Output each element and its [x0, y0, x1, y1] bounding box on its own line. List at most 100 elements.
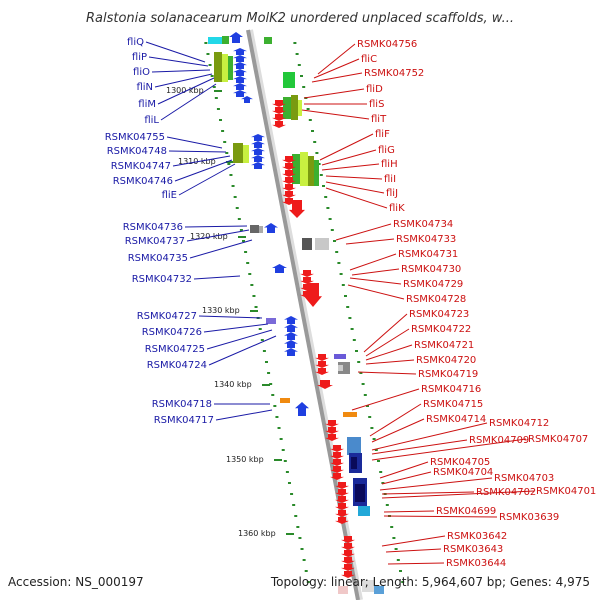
- left-gene-label[interactable]: RSMK04737: [125, 236, 185, 247]
- right-track-tick: [293, 42, 297, 44]
- left-gene-label[interactable]: RSMK04724: [147, 360, 207, 371]
- left-gene-label[interactable]: fliE: [162, 190, 177, 201]
- right-leader-line: [371, 439, 468, 455]
- right-gene-label[interactable]: RSMK04707: [528, 434, 588, 445]
- right-gene-label[interactable]: RSMK03642: [447, 531, 507, 542]
- left-track-tick: [237, 218, 241, 220]
- left-gene-label[interactable]: fliO: [133, 67, 150, 78]
- right-gene-label[interactable]: RSMK04715: [423, 399, 483, 410]
- right-leader-line: [351, 388, 420, 411]
- gene-box: [264, 37, 272, 44]
- left-gene-label[interactable]: RSMK04755: [105, 132, 165, 143]
- right-track-tick: [377, 460, 380, 462]
- right-gene-label[interactable]: RSMK04756: [357, 39, 417, 50]
- left-gene-label[interactable]: RSMK04727: [137, 311, 197, 322]
- right-gene-label[interactable]: RSMK04722: [411, 324, 471, 335]
- left-gene-label[interactable]: RSMK04726: [142, 327, 202, 338]
- right-gene-label[interactable]: RSMK04714: [426, 414, 486, 425]
- left-gene-label[interactable]: RSMK04748: [107, 146, 167, 157]
- right-gene-label[interactable]: RSMK04716: [421, 384, 481, 395]
- right-gene-label[interactable]: RSMK04729: [403, 279, 463, 290]
- right-gene-label[interactable]: RSMK04702: [476, 487, 536, 498]
- left-leader-line: [208, 335, 277, 366]
- left-gene-label[interactable]: RSMK04747: [111, 161, 171, 172]
- left-track-tick: [206, 53, 210, 55]
- topology-text: Topology: linear; Length: 5,964,607 bp; …: [270, 575, 590, 589]
- left-gene-label[interactable]: fliN: [136, 82, 153, 93]
- left-leader-line: [168, 150, 227, 153]
- left-track-tick: [298, 537, 302, 539]
- gene-arrow-reverse: [289, 200, 305, 218]
- right-track-tick: [339, 273, 343, 275]
- right-gene-label[interactable]: fliI: [384, 174, 396, 185]
- right-track-tick: [348, 317, 352, 319]
- left-gene-label[interactable]: fliM: [138, 99, 156, 110]
- left-track-tick: [275, 416, 279, 418]
- left-gene-label[interactable]: RSMK04736: [123, 222, 183, 233]
- right-track-tick: [319, 174, 323, 176]
- gene-arrow-forward: [233, 76, 247, 83]
- right-gene-label[interactable]: RSMK03639: [499, 512, 559, 523]
- right-track-tick: [311, 130, 314, 132]
- right-gene-label[interactable]: RSMK03643: [443, 544, 503, 555]
- right-track-tick: [328, 218, 332, 220]
- gene-arrow-reverse: [282, 170, 296, 177]
- left-gene-label[interactable]: RSMK04725: [145, 344, 205, 355]
- left-gene-label[interactable]: RSMK04717: [154, 415, 214, 426]
- right-gene-label[interactable]: fliK: [389, 203, 405, 214]
- right-gene-label[interactable]: RSMK04701: [536, 486, 596, 497]
- right-gene-label[interactable]: fliT: [371, 114, 387, 125]
- right-gene-label[interactable]: fliS: [369, 99, 384, 110]
- gene-box: [347, 437, 361, 455]
- right-gene-label[interactable]: RSMK04704: [433, 467, 493, 478]
- right-gene-label[interactable]: RSMK04719: [418, 369, 478, 380]
- right-gene-label[interactable]: RSMK04723: [409, 309, 469, 320]
- gene-arrow-forward: [229, 32, 243, 43]
- right-gene-label[interactable]: RSMK04709: [469, 435, 529, 446]
- right-gene-label[interactable]: RSMK04728: [406, 294, 466, 305]
- right-track-tick: [392, 537, 396, 539]
- left-leader-line: [215, 409, 273, 421]
- right-gene-label[interactable]: RSMK04703: [494, 473, 554, 484]
- right-track-tick: [385, 504, 389, 506]
- right-gene-label[interactable]: RSMK04699: [436, 506, 496, 517]
- gene-box: [283, 97, 291, 119]
- left-gene-labels[interactable]: fliQ fliP fliO fliN fliM fliL RSMK04755RSMK047…: [105, 37, 214, 426]
- right-gene-label[interactable]: fliH: [381, 159, 398, 170]
- right-gene-label[interactable]: RSMK04720: [416, 355, 476, 366]
- right-gene-label[interactable]: fliC: [361, 54, 377, 65]
- right-gene-label[interactable]: RSMK04734: [393, 219, 453, 230]
- gene-arrow-forward: [295, 402, 309, 416]
- left-gene-label[interactable]: fliQ: [127, 37, 144, 48]
- right-gene-label[interactable]: RSMK04712: [489, 418, 549, 429]
- right-leader-line: [325, 187, 388, 209]
- left-gene-label[interactable]: RSMK04718: [152, 399, 212, 410]
- right-gene-label[interactable]: fliF: [375, 129, 390, 140]
- right-gene-label[interactable]: RSMK04721: [414, 340, 474, 351]
- right-leader-line: [385, 548, 442, 553]
- right-leader-line: [303, 88, 365, 99]
- left-track-tick: [277, 427, 281, 429]
- gene-box: [343, 412, 357, 417]
- left-track-tick: [279, 438, 283, 440]
- left-gene-label[interactable]: fliL: [144, 115, 159, 126]
- right-gene-labels[interactable]: RSMK04756 fliC RSMK04752 fliD fliS fliT fliF fl…: [357, 39, 596, 569]
- right-gene-label[interactable]: RSMK04731: [398, 249, 458, 260]
- right-gene-label[interactable]: RSMK04705: [430, 457, 490, 468]
- right-track-tick: [344, 295, 347, 297]
- right-gene-label[interactable]: RSMK04730: [401, 264, 461, 275]
- left-gene-label[interactable]: RSMK04732: [132, 274, 192, 285]
- left-gene-label[interactable]: fliP: [132, 52, 147, 63]
- right-gene-label[interactable]: fliJ: [386, 188, 398, 199]
- right-gene-label[interactable]: RSMK03644: [446, 558, 506, 569]
- left-track-tick: [235, 207, 239, 209]
- right-gene-label[interactable]: fliD: [366, 84, 383, 95]
- left-gene-label[interactable]: RSMK04735: [128, 253, 188, 264]
- left-gene-label[interactable]: RSMK04746: [113, 176, 173, 187]
- right-track-tick: [363, 394, 367, 396]
- right-leader-line: [319, 133, 374, 161]
- right-gene-label[interactable]: RSMK04752: [364, 68, 424, 79]
- right-track-tick: [361, 383, 365, 385]
- right-gene-label[interactable]: fliG: [378, 145, 395, 156]
- right-gene-label[interactable]: RSMK04733: [396, 234, 456, 245]
